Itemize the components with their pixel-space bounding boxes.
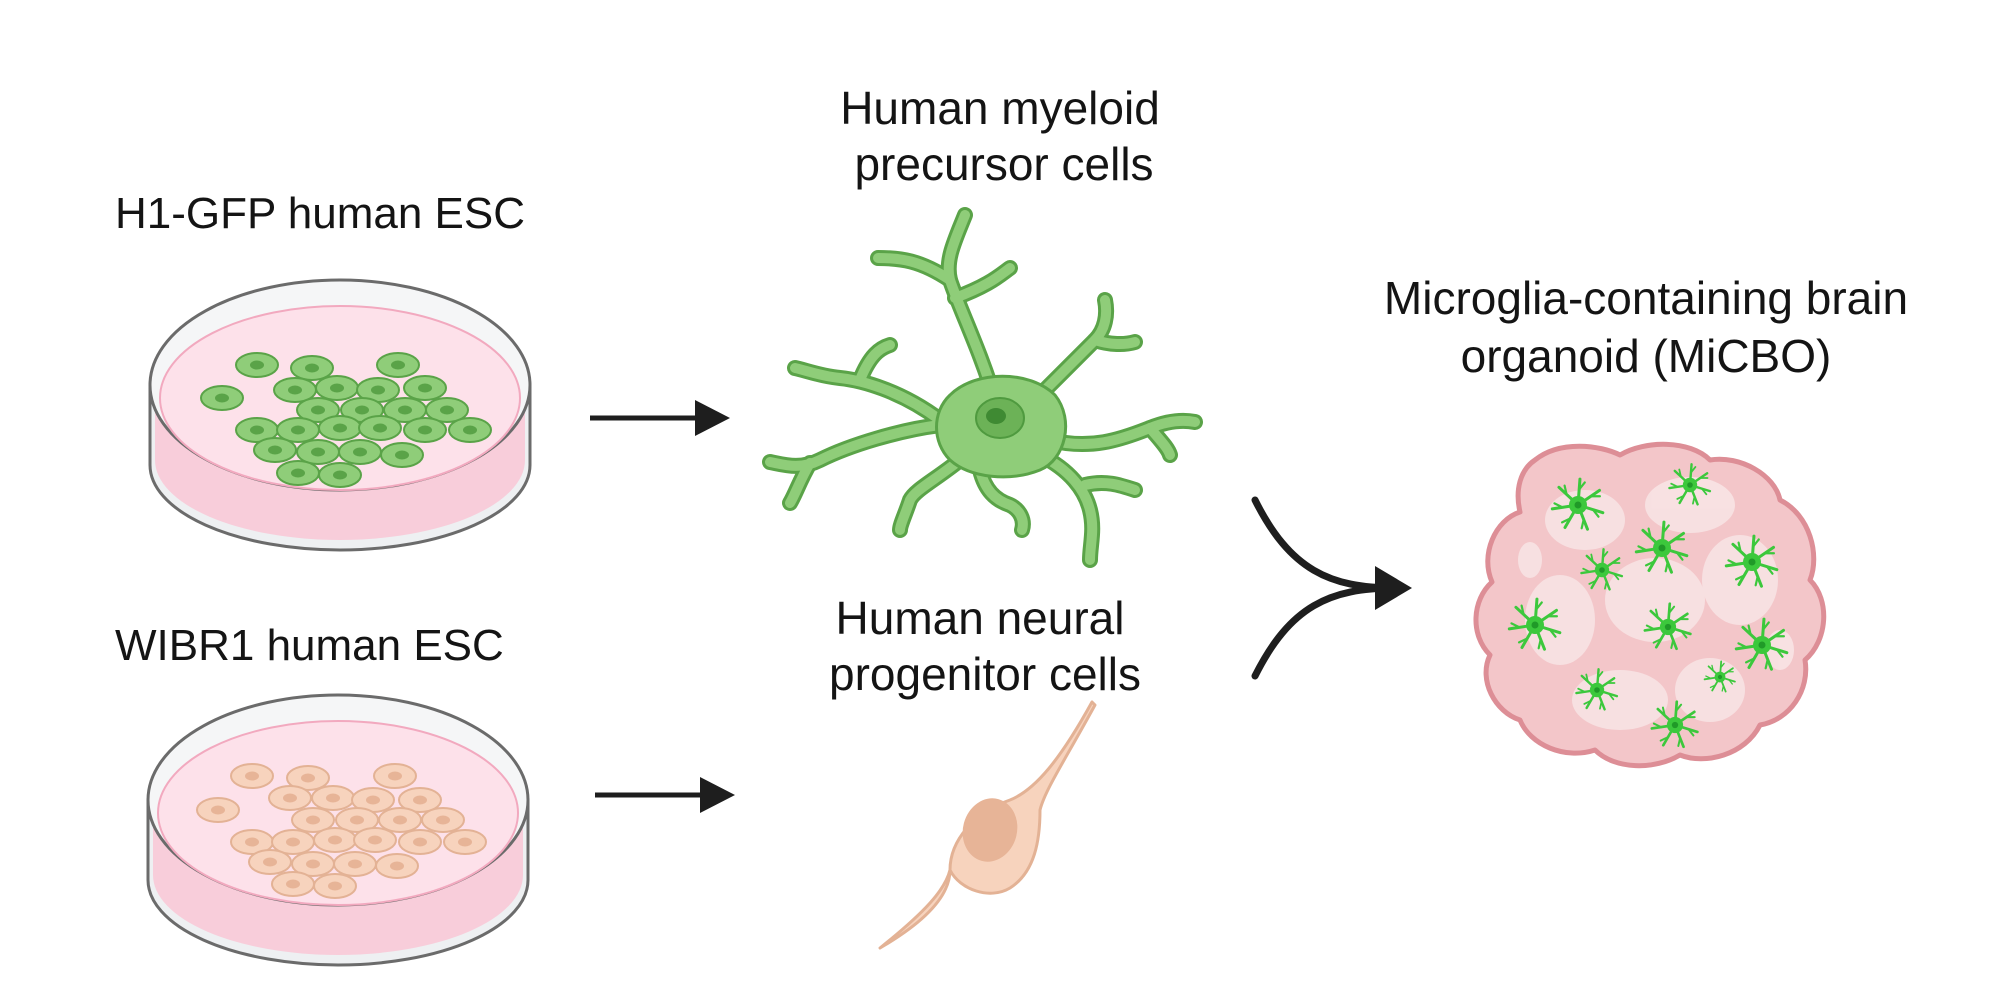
gfp-cell bbox=[276, 460, 320, 486]
microglia-cluster bbox=[1507, 463, 1789, 749]
gfp-cell bbox=[358, 415, 402, 441]
wibr-cell bbox=[351, 787, 395, 813]
gfp-cell-cluster bbox=[200, 352, 492, 488]
microglia-cell-icon bbox=[1668, 463, 1712, 506]
brain-organoid-icon bbox=[1473, 441, 1827, 769]
arrow-bottom bbox=[595, 777, 735, 813]
microglia-cell-icon bbox=[1575, 668, 1619, 711]
microglia-cell-icon bbox=[1507, 597, 1562, 651]
wibr-cell bbox=[230, 763, 274, 789]
microglia-cell-icon bbox=[1643, 602, 1692, 651]
arrow-top bbox=[590, 400, 730, 436]
wibr-cell bbox=[421, 807, 465, 833]
petri-dish-top-icon bbox=[148, 278, 532, 552]
wibr-cell bbox=[196, 797, 240, 823]
gfp-cell bbox=[376, 352, 420, 378]
wibr-cell bbox=[248, 849, 292, 875]
gfp-cell bbox=[235, 352, 279, 378]
myeloid-label-line2: precursor cells bbox=[854, 138, 1153, 190]
microglia-cell-icon bbox=[1550, 477, 1605, 531]
gfp-cell bbox=[338, 439, 382, 465]
microglia-cell-icon bbox=[1703, 660, 1736, 693]
merge-arrow bbox=[1251, 496, 1412, 680]
microglia-cell-icon bbox=[1580, 548, 1624, 591]
wibr-cell bbox=[268, 785, 312, 811]
gfp-cell bbox=[290, 355, 334, 381]
wibr-cell bbox=[313, 873, 357, 899]
microglia-cell-icon bbox=[1634, 520, 1689, 574]
myeloid-label-line1: Human myeloid bbox=[840, 82, 1160, 134]
gfp-cell bbox=[318, 415, 362, 441]
petri-dish-bottom-icon bbox=[146, 693, 530, 967]
wibr-cell bbox=[398, 829, 442, 855]
wibr-cell bbox=[378, 807, 422, 833]
wibr-cell bbox=[333, 851, 377, 877]
gfp-cell bbox=[200, 385, 244, 411]
microglia-cell-icon bbox=[1650, 700, 1699, 749]
neural-progenitor-icon bbox=[878, 700, 1097, 950]
wibr-cell bbox=[353, 827, 397, 853]
wibr-cell bbox=[398, 787, 442, 813]
wibr-cell bbox=[373, 763, 417, 789]
wibr-cell bbox=[313, 827, 357, 853]
organoid-label-line2: organoid (MiCBO) bbox=[1461, 330, 1832, 382]
neural-label-line2: progenitor cells bbox=[829, 648, 1141, 700]
myeloid-cell-icon bbox=[762, 207, 1203, 568]
gfp-cell bbox=[383, 397, 427, 423]
neural-label-line1: Human neural bbox=[836, 592, 1125, 644]
gfp-cell bbox=[315, 375, 359, 401]
wibr-cell bbox=[286, 765, 330, 791]
dish-bottom-label: WIBR1 human ESC bbox=[115, 621, 504, 670]
wibr-cell bbox=[291, 807, 335, 833]
gfp-cell bbox=[403, 417, 447, 443]
gfp-cell bbox=[403, 375, 447, 401]
gfp-cell bbox=[296, 439, 340, 465]
wibr-cell bbox=[375, 853, 419, 879]
wibr-cell bbox=[443, 829, 487, 855]
wibr-cell bbox=[271, 871, 315, 897]
gfp-cell bbox=[425, 397, 469, 423]
microglia-cell-icon bbox=[1734, 617, 1789, 671]
wibr-cell bbox=[311, 785, 355, 811]
gfp-cell bbox=[296, 397, 340, 423]
gfp-cell bbox=[253, 437, 297, 463]
gfp-cell bbox=[380, 442, 424, 468]
gfp-cell bbox=[318, 462, 362, 488]
gfp-cell bbox=[448, 417, 492, 443]
dish-top-label: H1-GFP human ESC bbox=[115, 189, 525, 238]
microglia-cell-icon bbox=[1724, 534, 1779, 588]
organoid-label-line1: Microglia-containing brain bbox=[1384, 272, 1908, 324]
wibr-cell-cluster bbox=[196, 763, 487, 899]
